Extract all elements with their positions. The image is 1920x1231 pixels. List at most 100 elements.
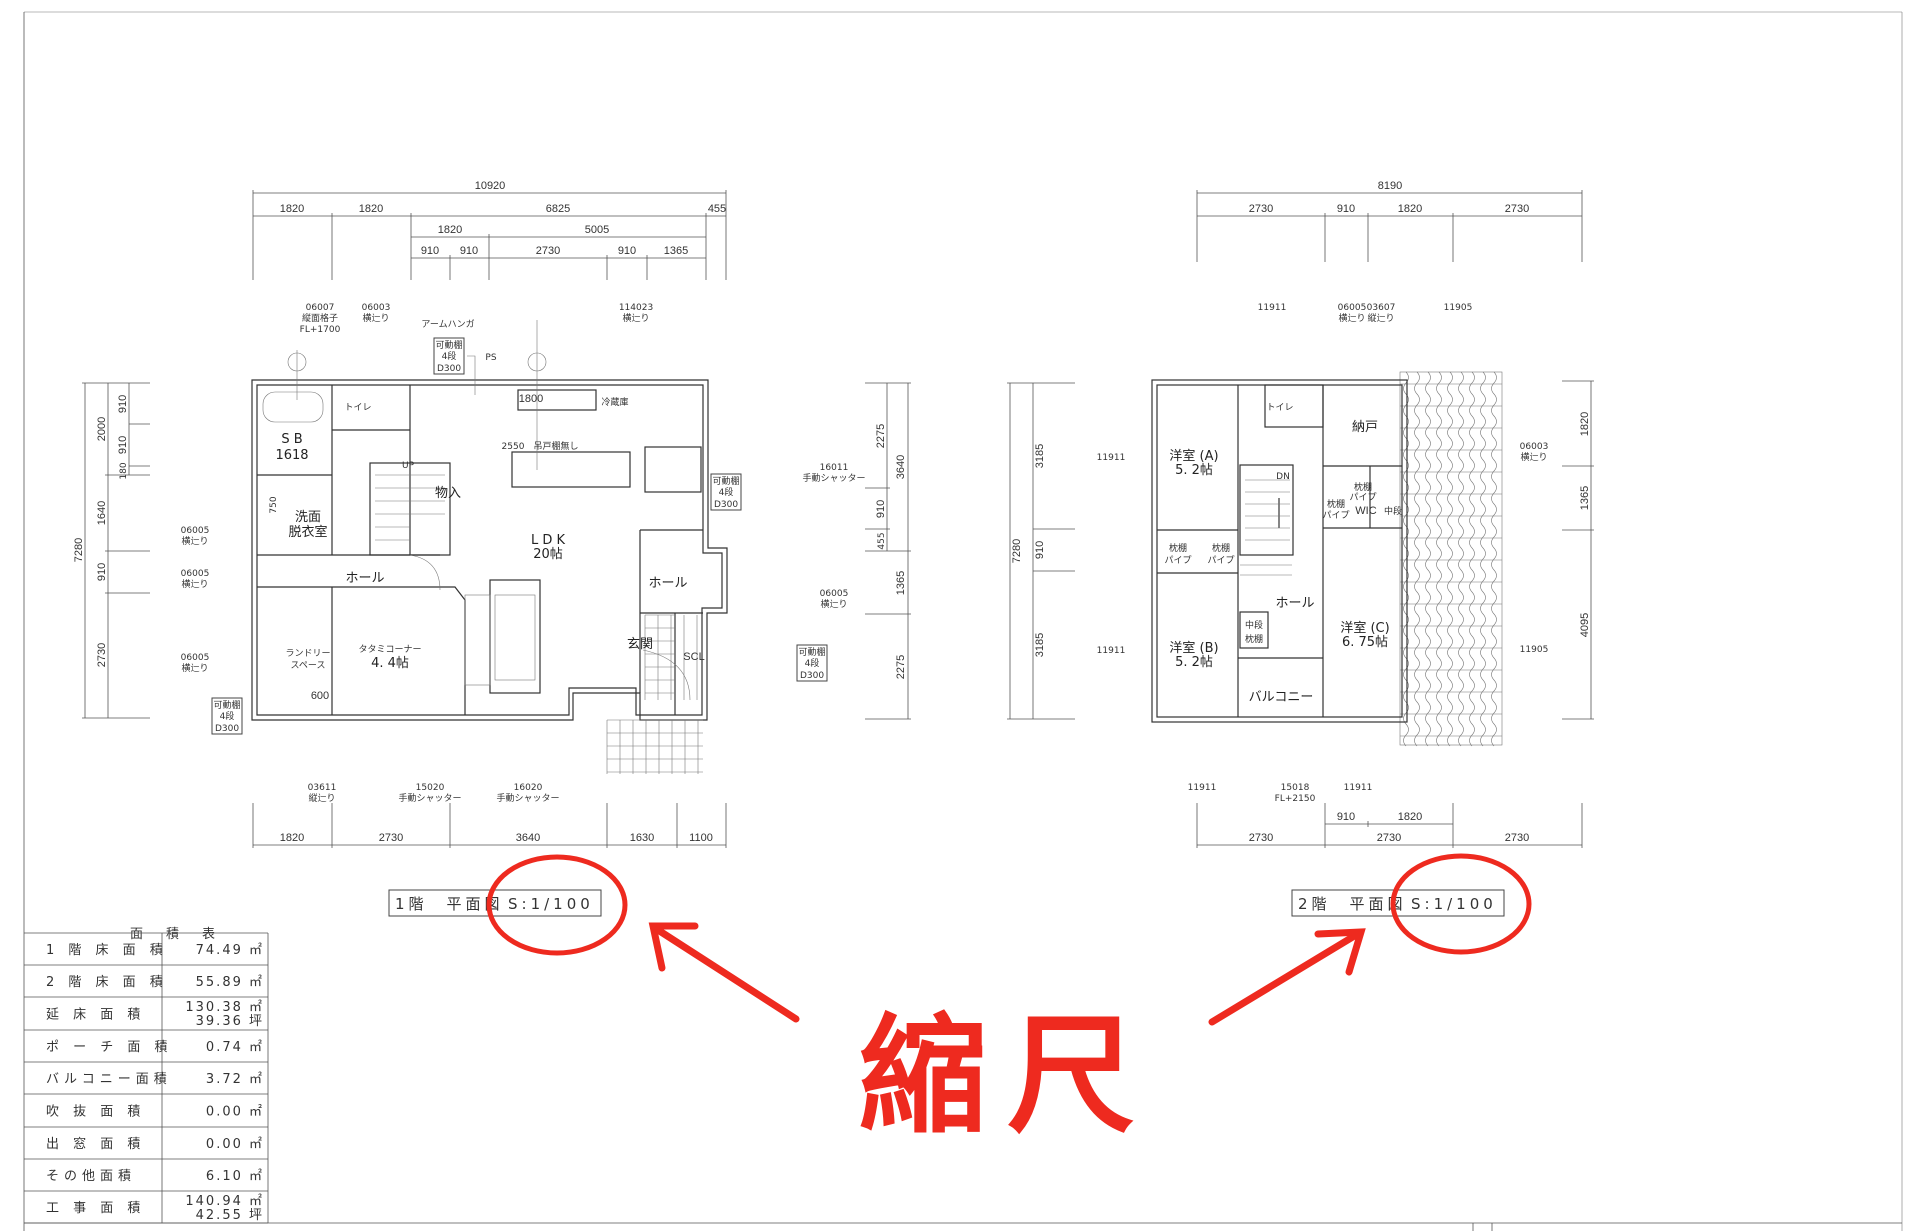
- scale-annotation: 縮尺: [486, 853, 1532, 1151]
- room-label: L D K: [531, 533, 566, 548]
- window-label: 06005: [181, 653, 210, 663]
- area-value: 0.00 ㎡: [206, 1105, 264, 1120]
- dim: 910: [875, 500, 887, 518]
- room-label: トイレ: [1266, 403, 1293, 413]
- dim: 1365: [895, 571, 907, 595]
- dim: 1800: [519, 393, 543, 405]
- room-label: 枕棚: [1327, 498, 1345, 510]
- dim: 2275: [895, 655, 907, 679]
- room-label: 洗面: [295, 510, 321, 525]
- window-label: 横辷り: [181, 662, 208, 674]
- dim: 910: [117, 436, 129, 454]
- room-label: 玄関: [627, 637, 653, 652]
- svg-text:D300: D300: [215, 724, 239, 734]
- window-label: 横辷り: [181, 535, 208, 547]
- area-table-row: 吹 抜 面 積 0.00 ㎡: [46, 1104, 264, 1120]
- room-label: 1618: [275, 448, 308, 463]
- dim-total: 10920: [475, 180, 506, 192]
- dim: 1820: [438, 224, 462, 236]
- floor1-dims-bottom: 1820 2730 3640 1630 1100: [252, 803, 727, 848]
- room-label: 2550 吊戸棚無し: [502, 440, 579, 452]
- floor1-title: 1階 平面図: [395, 895, 504, 913]
- dim: 3185: [1034, 444, 1046, 468]
- room-label: 洋室 (A): [1169, 448, 1218, 464]
- window-label: 06005: [1338, 303, 1367, 313]
- svg-text:可動棚: 可動棚: [213, 699, 240, 711]
- dim: 3185: [1034, 633, 1046, 657]
- dim: 1820: [1398, 811, 1422, 823]
- room-label: 6. 75帖: [1342, 635, 1388, 650]
- area-table-title: 面 積 表: [130, 927, 220, 942]
- dim: 1820: [1398, 203, 1422, 215]
- dim: 600: [311, 690, 329, 702]
- window-label: 06007: [306, 303, 335, 313]
- floor2-dims-bottom: 910 1820 2730 2730 2730: [1196, 803, 1583, 848]
- svg-text:D300: D300: [714, 500, 738, 510]
- dim: 455: [708, 203, 726, 215]
- dim: 2730: [96, 643, 108, 667]
- floor2-title: 2階 平面図: [1298, 895, 1407, 913]
- floor2-title-box: 2階 平面図 S:1/100: [1291, 889, 1505, 917]
- floor2-plan: 8190 2730 910 1820 2730 910 1820 2730 27…: [1007, 180, 1594, 917]
- room-label: パイプ: [1322, 510, 1349, 521]
- dim: 6825: [546, 203, 570, 215]
- svg-text:可動棚: 可動棚: [435, 339, 462, 351]
- room-label: 中段: [1245, 619, 1263, 631]
- floor2-dims-top: 8190 2730 910 1820 2730: [1196, 180, 1583, 262]
- room-label: 4. 4帖: [371, 656, 409, 671]
- highlight-circle-floor1: [486, 854, 628, 956]
- window-label: 手動シャッター: [398, 792, 461, 804]
- area-value-tsubo: 42.55 坪: [196, 1208, 264, 1223]
- area-label: バルコニー面積: [46, 1072, 172, 1087]
- area-label: 延 床 面 積: [46, 1008, 145, 1023]
- room-label: UP: [402, 461, 415, 471]
- area-value: 6.10 ㎡: [206, 1169, 264, 1184]
- room-label: 納戸: [1352, 420, 1378, 435]
- window-label: 縦面格子: [302, 312, 338, 324]
- svg-text:4段: 4段: [805, 657, 820, 669]
- window-label: 06005: [820, 589, 849, 599]
- window-label: 06005: [181, 526, 210, 536]
- window-label: FL+2150: [1275, 794, 1316, 804]
- floor1-title-box: 1階 平面図 S:1/100: [388, 889, 602, 917]
- room-label: 5. 2帖: [1175, 463, 1213, 478]
- scale-label: 縮尺: [859, 1002, 1155, 1151]
- floor2-scale: S:1/100: [1411, 895, 1497, 913]
- dim: 8190: [1378, 180, 1402, 192]
- dim: 5005: [585, 224, 609, 236]
- room-label: ホール: [345, 571, 384, 586]
- window-label: 114023: [619, 303, 653, 313]
- room-label: 物入: [435, 486, 461, 501]
- dim: 2730: [1505, 203, 1529, 215]
- floor2-dims-left: 7280 3185 910 3185: [1007, 382, 1075, 720]
- floor1-dims-left: 7280 2000 1640 910 2730 910 910 180: [73, 382, 150, 719]
- room-label: トイレ: [344, 403, 371, 413]
- room-label: 枕棚: [1245, 633, 1263, 645]
- page-frame: [23, 11, 1903, 1231]
- floor1-dims-right: 3640 1365 2275 2275 910 455: [865, 382, 911, 720]
- dim: 2730: [1505, 832, 1529, 844]
- floor1-dims-top: 10920 1820 1820 6825 455 1820 5005 910 9…: [252, 180, 727, 280]
- svg-text:可動棚: 可動棚: [798, 646, 825, 658]
- area-label: 工 事 面 積: [46, 1201, 145, 1216]
- area-value: 74.49 ㎡: [196, 943, 264, 958]
- dim: 2730: [536, 245, 560, 257]
- dim: 910: [117, 395, 129, 413]
- area-label: 吹 抜 面 積: [46, 1104, 145, 1120]
- room-label: 20帖: [533, 547, 563, 562]
- window-label: 03611: [308, 783, 337, 793]
- area-value: 0.00 ㎡: [206, 1137, 264, 1152]
- dim: 7280: [1011, 539, 1023, 563]
- room-label: 洋室 (C): [1340, 620, 1389, 636]
- highlight-circle-floor2: [1390, 853, 1532, 955]
- window-label: 11911: [1097, 453, 1126, 463]
